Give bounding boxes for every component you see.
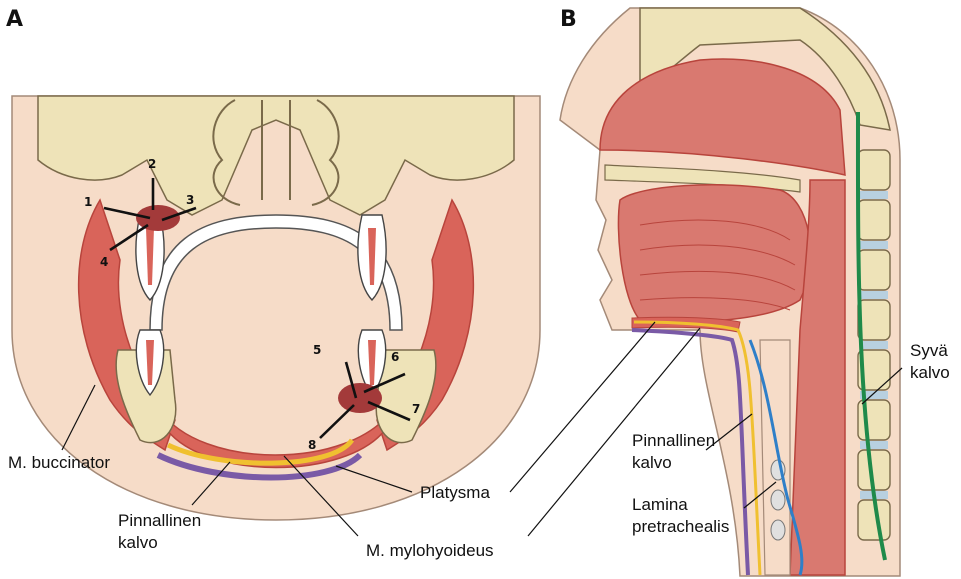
arrow-number-6: 6	[391, 350, 399, 364]
label-m-mylohyoideus: M. mylohyoideus	[366, 541, 494, 560]
label-platysma: Platysma	[420, 483, 490, 502]
arrow-number-5: 5	[313, 343, 321, 357]
tongue-b	[618, 185, 810, 322]
label-pinnallinen-b-line2: kalvo	[632, 453, 672, 472]
arrow-number-3: 3	[186, 193, 194, 207]
vertebra	[858, 150, 890, 190]
label-syva-line2: kalvo	[910, 363, 950, 382]
arrow-number-7: 7	[412, 402, 420, 416]
vertebra	[858, 250, 890, 290]
panel-label-b: B	[560, 7, 577, 32]
label-pinnallinen-a-line1: Pinnallinen	[118, 511, 201, 530]
label-lamina-line2: pretrachealis	[632, 517, 729, 536]
vertebra	[858, 200, 890, 240]
arrow-number-2: 2	[148, 157, 156, 171]
label-lamina-line1: Lamina	[632, 495, 688, 514]
label-m-buccinator: M. buccinator	[8, 453, 110, 472]
label-pinnallinen-a-line2: kalvo	[118, 533, 158, 552]
arrow-number-4: 4	[100, 255, 108, 269]
arrow-number-1: 1	[84, 195, 92, 209]
label-syva-line1: Syvä	[910, 341, 948, 360]
arrow-number-8: 8	[308, 438, 316, 452]
panel-b-illustration	[560, 8, 900, 576]
vertebra	[858, 300, 890, 340]
larynx	[760, 340, 790, 575]
panel-label-a: A	[6, 7, 23, 32]
label-pinnallinen-b-line1: Pinnallinen	[632, 431, 715, 450]
